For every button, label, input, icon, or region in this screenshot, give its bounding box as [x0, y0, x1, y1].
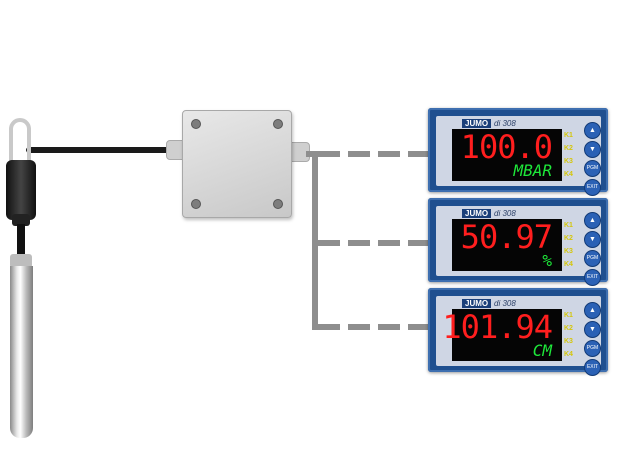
brand-label: JUMO: [462, 299, 492, 308]
junction-box-body: [182, 110, 292, 218]
relay-k1: K1: [564, 312, 573, 319]
display-unit: %: [542, 251, 552, 270]
up-button[interactable]: ▲: [584, 302, 601, 319]
relay-k2: K2: [564, 325, 573, 332]
cable-grip-ring: [12, 214, 30, 226]
model-label: di 308: [494, 209, 516, 218]
indicator-face: JUMO di 308 50.97 % K1 K2 K3 K4 ▲ ▼ PGM …: [436, 206, 601, 286]
exit-button[interactable]: EXIT: [584, 179, 601, 196]
probe-cable-vertical: [17, 224, 25, 254]
lcd-screen: 101.94 CM: [442, 309, 562, 361]
display-value: 101.94: [442, 308, 553, 346]
relay-k4: K4: [564, 351, 573, 358]
model-label: di 308: [494, 299, 516, 308]
brand-label: JUMO: [462, 119, 492, 128]
lcd-screen: 50.97 %: [452, 219, 562, 271]
indicator-face: JUMO di 308 100.0 MBAR K1 K2 K3 K4 ▲ ▼ P…: [436, 116, 601, 196]
relay-indicators: K1 K2 K3 K4: [564, 219, 574, 271]
pgm-button[interactable]: PGM: [584, 160, 601, 177]
cable-grip: [6, 160, 36, 220]
signal-dash-2: [318, 240, 430, 246]
indicator-panel-3: JUMO di 308 101.94 CM K1 K2 K3 K4 ▲ ▼ PG…: [428, 288, 608, 376]
model-label: di 308: [494, 119, 516, 128]
screw-icon: [191, 199, 201, 209]
pgm-button[interactable]: PGM: [584, 340, 601, 357]
screw-icon: [273, 199, 283, 209]
signal-dash-1: [318, 151, 430, 157]
relay-k4: K4: [564, 261, 573, 268]
relay-k3: K3: [564, 158, 573, 165]
relay-indicators: K1 K2 K3 K4: [564, 129, 574, 181]
display-value: 50.97: [460, 218, 553, 256]
probe-body: [10, 266, 33, 438]
down-button[interactable]: ▼: [584, 321, 601, 338]
display-unit: CM: [532, 341, 552, 360]
relay-k3: K3: [564, 338, 573, 345]
display-value: 100.0: [460, 128, 553, 166]
indicator-panel-2: JUMO di 308 50.97 % K1 K2 K3 K4 ▲ ▼ PGM …: [428, 198, 608, 286]
probe-cap: [10, 254, 32, 268]
up-button[interactable]: ▲: [584, 212, 601, 229]
pgm-button[interactable]: PGM: [584, 250, 601, 267]
brand-label: JUMO: [462, 209, 492, 218]
probe-cable: [26, 147, 181, 153]
relay-k1: K1: [564, 132, 573, 139]
screw-icon: [273, 119, 283, 129]
signal-dash-3: [318, 324, 430, 330]
display-unit: MBAR: [513, 161, 552, 180]
relay-k3: K3: [564, 248, 573, 255]
button-column: ▲ ▼ PGM EXIT: [584, 302, 601, 378]
exit-button[interactable]: EXIT: [584, 359, 601, 376]
indicator-panel-1: JUMO di 308 100.0 MBAR K1 K2 K3 K4 ▲ ▼ P…: [428, 108, 608, 196]
exit-button[interactable]: EXIT: [584, 269, 601, 286]
relay-k2: K2: [564, 145, 573, 152]
lcd-screen: 100.0 MBAR: [452, 129, 562, 181]
relay-k4: K4: [564, 171, 573, 178]
button-column: ▲ ▼ PGM EXIT: [584, 122, 601, 198]
relay-indicators: K1 K2 K3 K4: [564, 309, 574, 361]
signal-line-vertical: [312, 151, 318, 330]
indicator-face: JUMO di 308 101.94 CM K1 K2 K3 K4 ▲ ▼ PG…: [436, 296, 601, 376]
up-button[interactable]: ▲: [584, 122, 601, 139]
relay-k1: K1: [564, 222, 573, 229]
down-button[interactable]: ▼: [584, 231, 601, 248]
relay-k2: K2: [564, 235, 573, 242]
screw-icon: [191, 119, 201, 129]
down-button[interactable]: ▼: [584, 141, 601, 158]
button-column: ▲ ▼ PGM EXIT: [584, 212, 601, 288]
